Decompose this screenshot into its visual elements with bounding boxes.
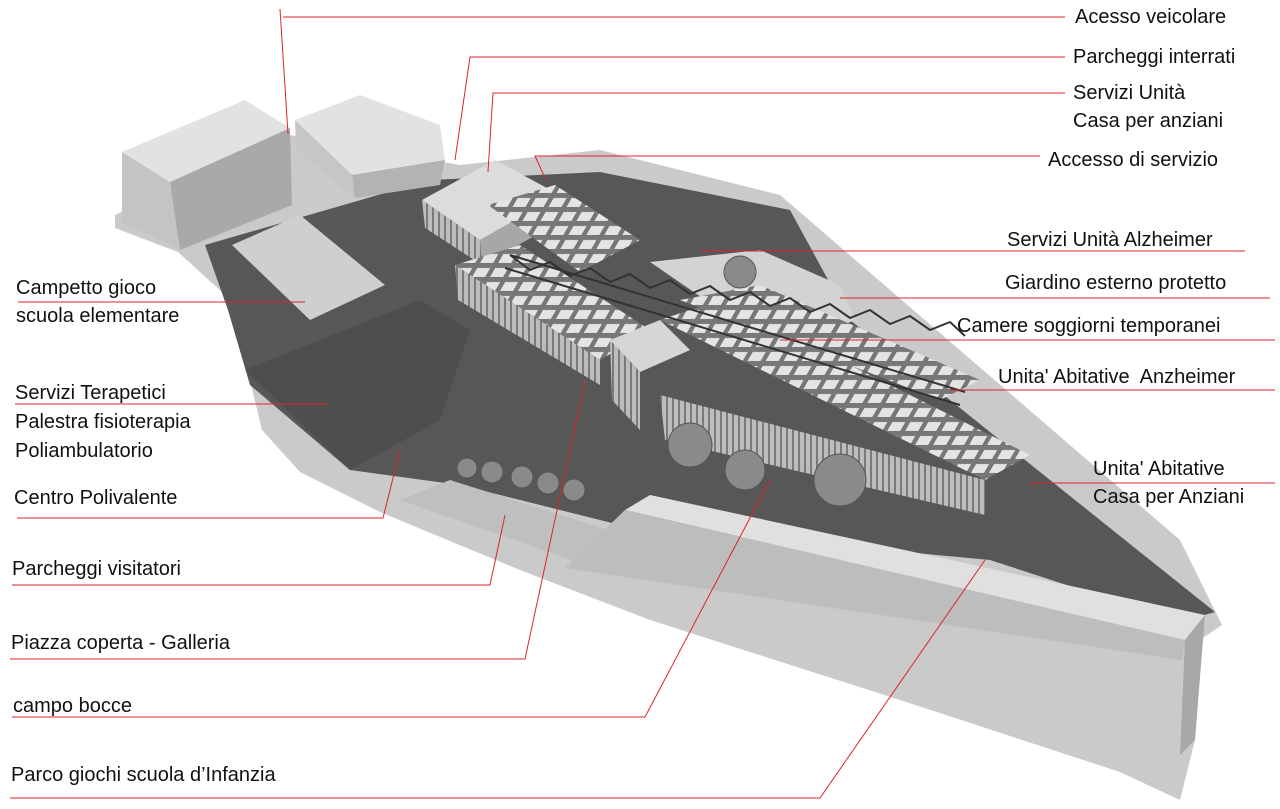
label-campetto: Campetto gioco scuola elementare: [16, 274, 179, 330]
leader-centro-polivalente: [17, 449, 401, 519]
label-servizi-terapetici: Servizi Terapetici Palestra fisioterapia…: [15, 379, 191, 466]
leader-accesso-servizio: [534, 155, 1040, 179]
label-acesso-veicolare: Acesso veicolare: [1075, 6, 1227, 28]
leader-parco-giochi: [10, 559, 986, 799]
label-line: Servizi Terapetici: [15, 382, 166, 404]
label-centro-polivalente: Centro Polivalente: [14, 487, 178, 509]
label-accesso-servizio: Accesso di servizio: [1048, 149, 1219, 171]
residential-block-upper: [455, 245, 650, 385]
label-campo-bocce: campo bocce: [13, 695, 132, 717]
label-piazza-coperta: Piazza coperta - Galleria: [11, 632, 230, 654]
label-servizi-alzheimer: Servizi Unità Alzheimer: [1007, 229, 1213, 251]
label-line: Unita' Abitative: [1093, 458, 1225, 480]
label-unita-casa: Unita' Abitative Casa per Anziani: [1093, 455, 1244, 511]
label-camere: Camere soggiorni temporanei: [957, 315, 1221, 337]
leader-acesso-veicolare-drop: [279, 8, 289, 135]
label-line: Palestra fisioterapia: [15, 411, 191, 433]
sports-building: [295, 95, 445, 198]
parking-visitatori: [400, 480, 640, 570]
leader-parcheggi-interrati: [454, 56, 1065, 161]
leader-campo-bocce: [12, 479, 771, 718]
label-line: scuola elementare: [16, 305, 180, 327]
trees: [456, 255, 867, 507]
label-giardino: Giardino esterno protetto: [1005, 272, 1227, 294]
label-line: Poliambulatorio: [15, 440, 153, 462]
leader-piazza-coperta: [10, 379, 586, 660]
label-line: Casa per anziani: [1073, 110, 1224, 132]
label-servizi-unita-casa: Servizi Unità Casa per anziani: [1073, 79, 1223, 135]
label-line: Campetto gioco: [16, 277, 157, 299]
kindergarten-building: [565, 495, 1205, 755]
campetto-field: [232, 215, 385, 320]
label-parcheggi-visitatori: Parcheggi visitatori: [12, 558, 181, 580]
unita-alzheimer-wing: [488, 185, 640, 272]
school-building: [122, 100, 292, 250]
residential-block-lower: [610, 285, 1030, 515]
label-parco-giochi: Parco giochi scuola d’Infanzia: [11, 764, 276, 786]
label-line: Servizi Unità: [1073, 82, 1186, 104]
label-line: Casa per Anziani: [1093, 486, 1245, 508]
label-parcheggi-interrati: Parcheggi interrati: [1073, 46, 1236, 68]
gallery-truss: [504, 254, 966, 406]
terapetici-roof: [245, 300, 470, 470]
leader-lines: [10, 8, 1275, 799]
leader-parcheggi-visitatori: [12, 514, 506, 586]
leader-servizi-unita: [487, 92, 1065, 173]
label-unita-anzheimer: Unita' Abitative Anzheimer: [998, 366, 1236, 388]
